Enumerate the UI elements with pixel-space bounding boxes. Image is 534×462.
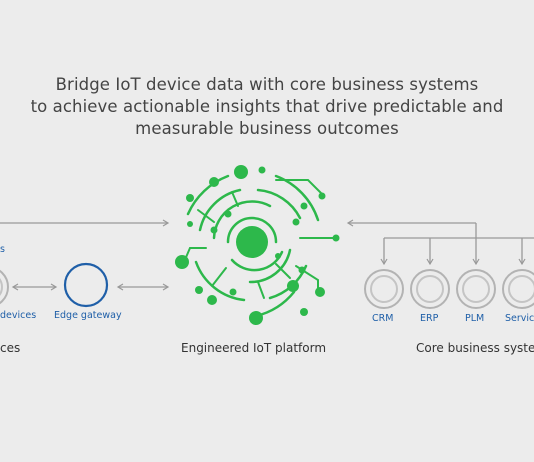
- core-business-section-label: Core business syste: [416, 341, 534, 355]
- headline-line-1: Bridge IoT device data with core busines…: [55, 75, 479, 94]
- iot-platform-label: Engineered IoT platform: [181, 341, 327, 355]
- business-systems-bracket: [380, 223, 534, 266]
- erp-ring-icon: [410, 269, 450, 309]
- iot-platform-icon: [175, 165, 340, 325]
- devices-section-label: ces: [0, 341, 21, 355]
- headline-line-3: measurable business outcomes: [135, 119, 399, 138]
- plm-label: PLM: [465, 313, 485, 324]
- left-partial-label: s: [0, 244, 5, 255]
- crm-ring-icon: [364, 269, 404, 309]
- service-label: Servic: [505, 313, 534, 324]
- device-ring-icon: [0, 269, 9, 305]
- plm-ring-icon: [456, 269, 496, 309]
- erp-label: ERP: [420, 313, 439, 324]
- crm-label: CRM: [372, 313, 394, 324]
- headline-line-2: to achieve actionable insights that driv…: [30, 97, 504, 116]
- edge-gateway-label: Edge gateway: [54, 310, 122, 321]
- headline: Bridge IoT device data with core busines…: [0, 74, 534, 140]
- edge-gateway-icon: [63, 262, 109, 308]
- devices-label: devices: [0, 310, 37, 321]
- service-ring-icon: [502, 269, 534, 309]
